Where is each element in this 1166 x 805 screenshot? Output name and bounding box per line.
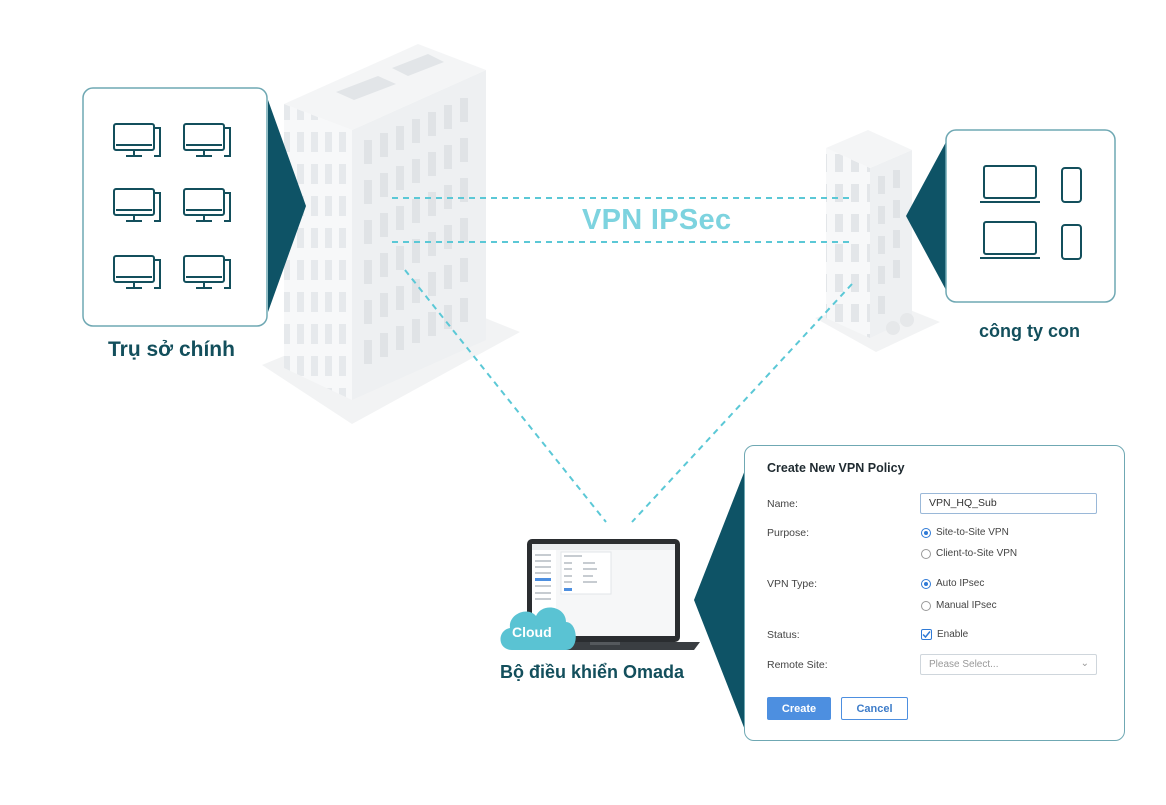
radio-selected-icon[interactable] <box>921 578 931 589</box>
purpose-option-site-to-site[interactable]: Site-to-Site VPN <box>921 527 1009 538</box>
form-title: Create New VPN Policy <box>767 461 905 475</box>
status-label: Status: <box>767 629 800 641</box>
vpn-type-option-manual[interactable]: Manual IPsec <box>921 600 997 611</box>
hq-device-panel <box>82 87 268 327</box>
purpose-label: Purpose: <box>767 527 810 539</box>
name-input[interactable]: VPN_HQ_Sub <box>920 493 1097 514</box>
headquarters-label: Trụ sở chính <box>108 338 235 361</box>
radio-icon[interactable] <box>921 600 931 611</box>
vpn-tunnel-lines <box>392 197 854 523</box>
radio-selected-icon[interactable] <box>921 527 931 538</box>
subsidiary-label: công ty con <box>979 321 1081 341</box>
name-label: Name: <box>767 498 798 510</box>
radio-icon[interactable] <box>921 548 931 559</box>
create-button[interactable]: Create <box>767 697 831 720</box>
headquarters-building <box>262 44 520 424</box>
status-enable-checkbox[interactable]: Enable <box>921 629 968 640</box>
cloud-label: Cloud <box>512 624 552 640</box>
vpn-policy-panel <box>744 445 1125 741</box>
laptop-phone-icons <box>980 165 1082 260</box>
controller-connector <box>694 470 745 730</box>
subsidiary-connector <box>906 142 946 290</box>
remote-site-label: Remote Site: <box>767 659 828 671</box>
omada-controller-label: Bộ điều khiển Omada <box>500 662 685 682</box>
cloud-icon <box>500 607 576 650</box>
vpn-type-option-auto[interactable]: Auto IPsec <box>921 578 984 589</box>
vpn-ipsec-label: VPN IPSec <box>582 204 732 236</box>
cancel-button[interactable]: Cancel <box>841 697 908 720</box>
checkbox-checked-icon[interactable] <box>921 629 932 640</box>
remote-site-select[interactable]: Please Select... ⌄ <box>920 654 1097 675</box>
desktop-icons <box>113 123 231 289</box>
vpn-type-label: VPN Type: <box>767 578 817 590</box>
purpose-option-client-to-site[interactable]: Client-to-Site VPN <box>921 548 1017 559</box>
laptop-controller <box>511 539 700 650</box>
hq-connector <box>268 100 306 312</box>
subsidiary-device-panel <box>945 129 1116 303</box>
chevron-down-icon: ⌄ <box>1080 658 1089 669</box>
